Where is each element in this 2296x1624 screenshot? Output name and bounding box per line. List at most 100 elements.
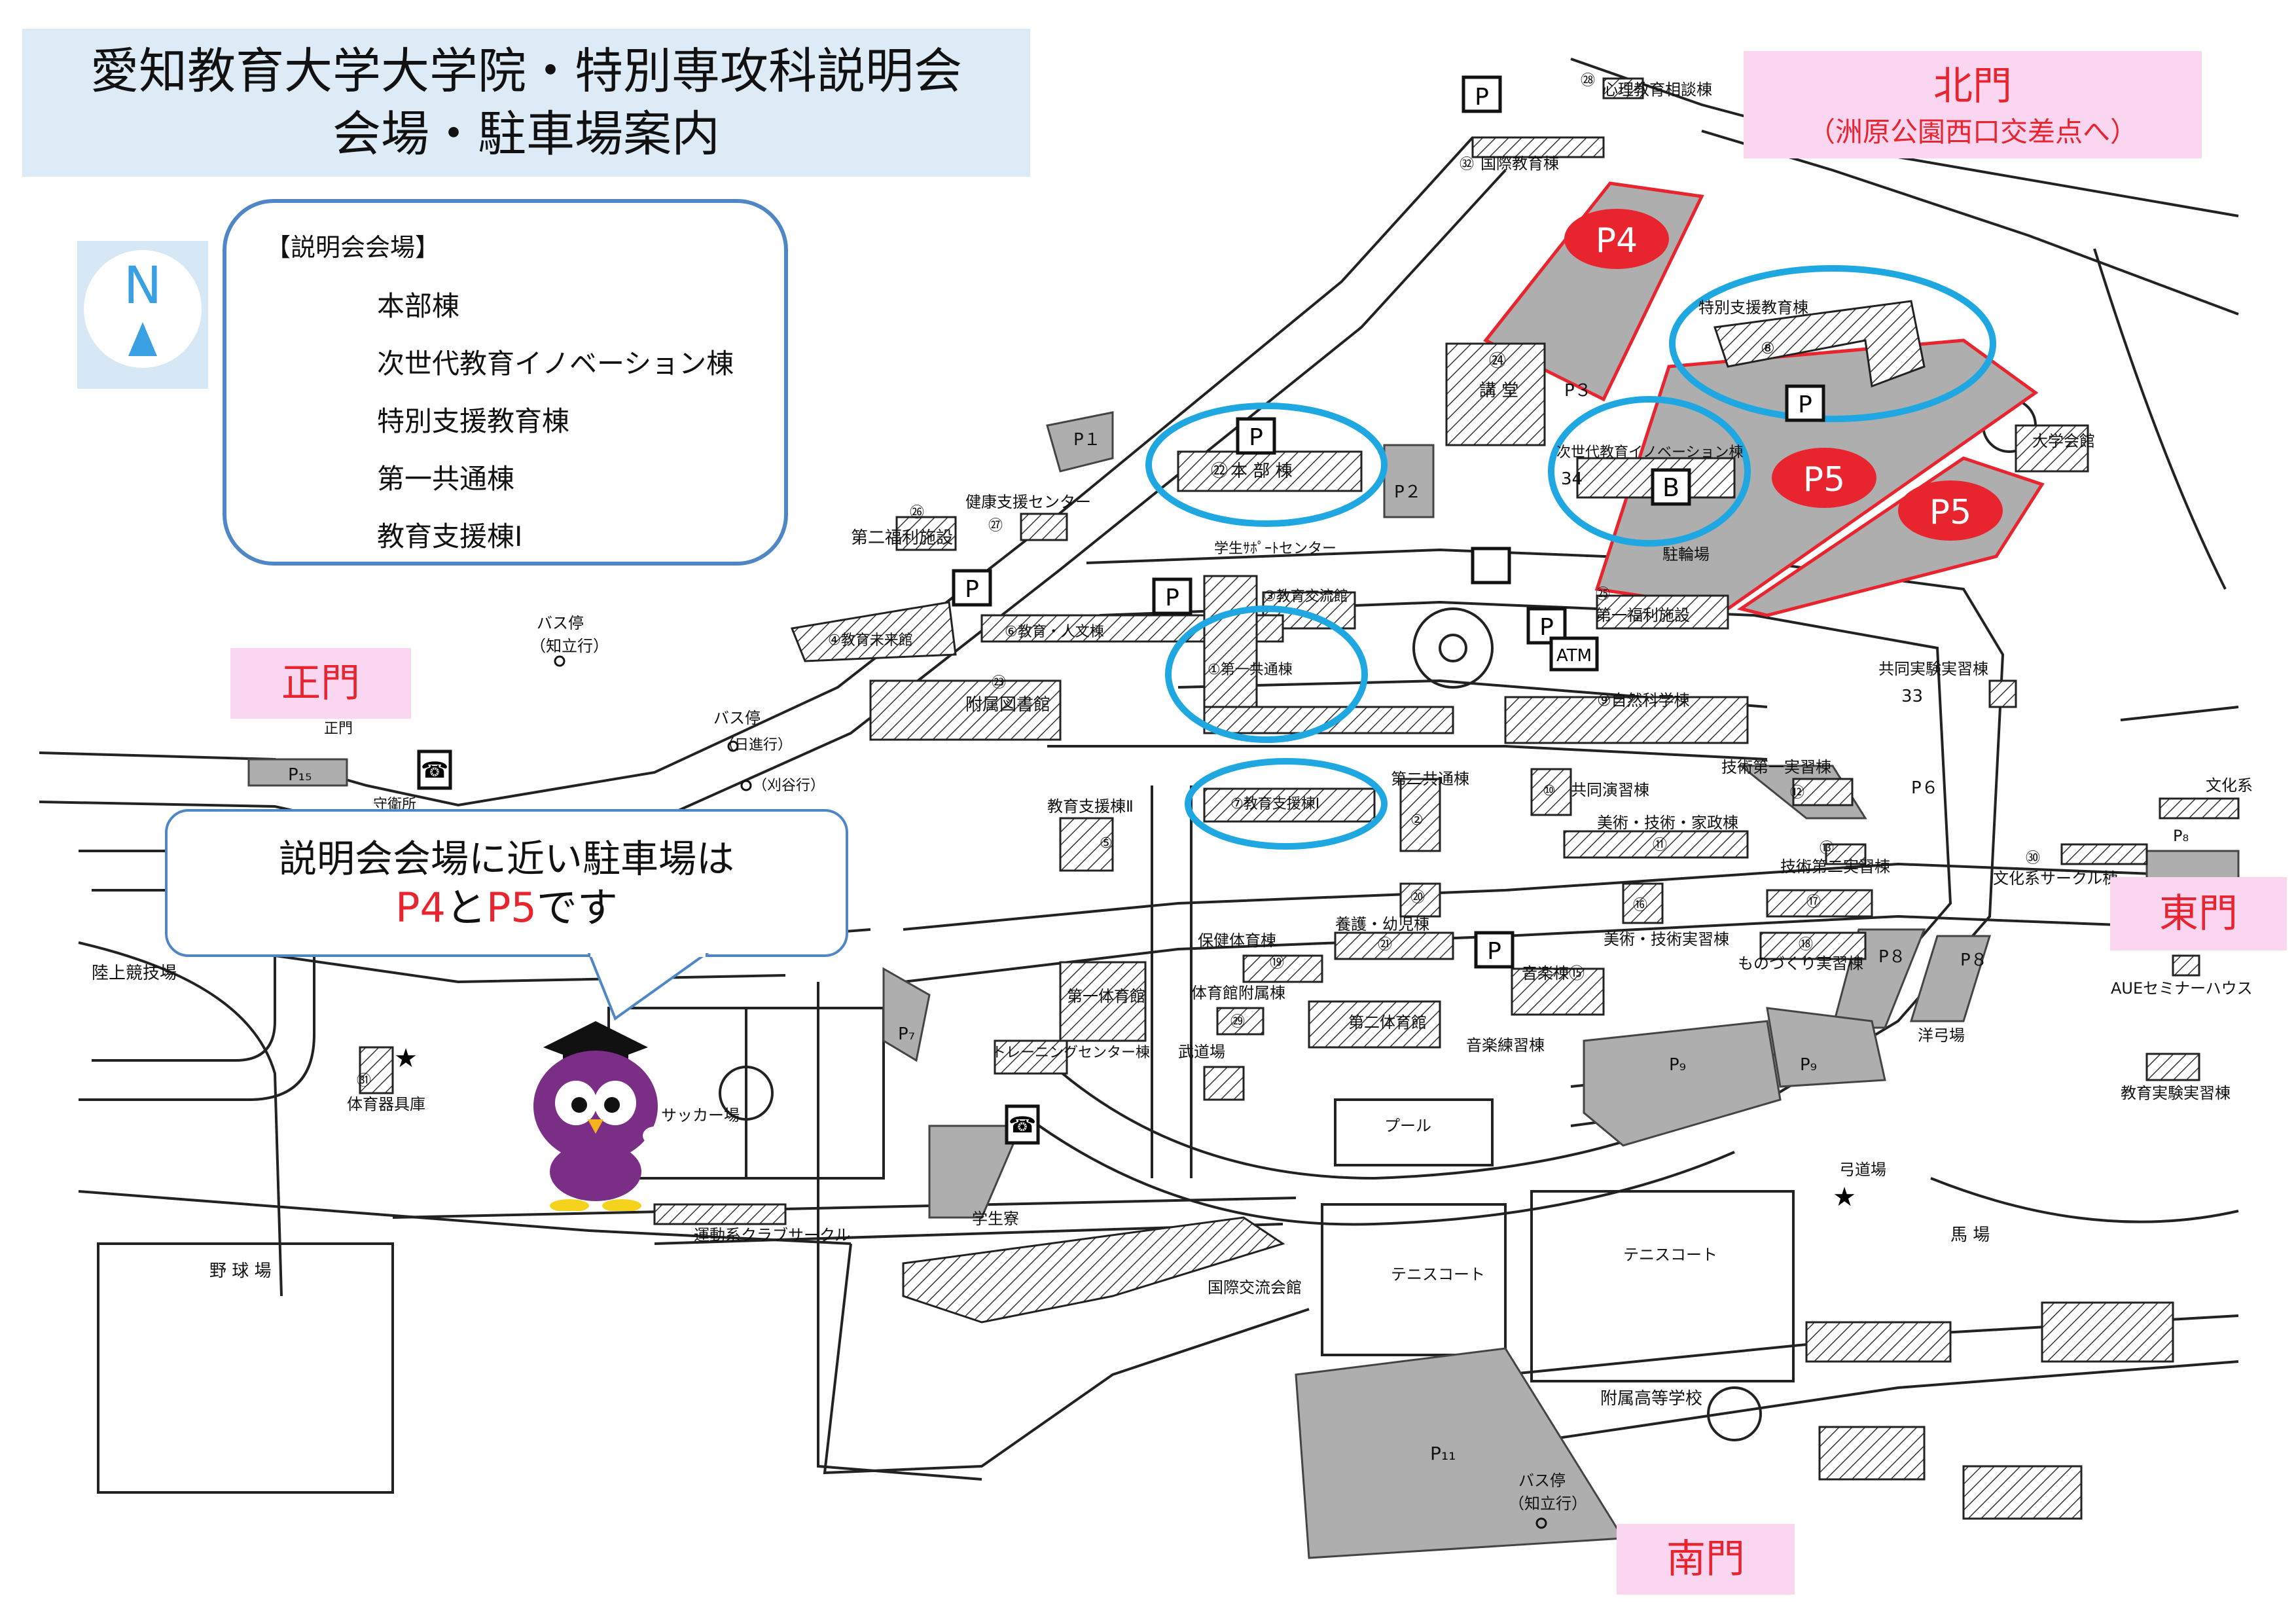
north-label: N [123,257,162,316]
label-training: トレーニングセンター棟 [992,1045,1150,1061]
label-shinri-num: ㉘ [1581,73,1595,89]
atm-label: ATM [1556,646,1592,666]
building-18 [1759,931,1867,960]
label-16: ⑯ [1633,897,1647,914]
label-yogo: 養護・幼児棟 [1335,915,1429,933]
highlight-tokubetsu [1669,265,1996,422]
label-daini-kyotsu-num: ② [1410,812,1424,829]
label-daiichi-kyotsu: ①第一共通棟 [1208,662,1293,678]
bus-stop-icon [727,740,739,752]
building-11 [1563,830,1749,859]
star-icon: ★ [1833,1182,1856,1212]
parking-p9b [1766,1007,1886,1088]
label-hoken: 保健体育棟 [1198,931,1276,950]
title-banner: 愛知教育大学大学院・特別専攻科説明会 会場・駐車場案内 [22,29,1030,177]
label-p2: P２ [1394,482,1422,502]
accessible-parking-icon [1785,384,1825,422]
atm-icon [1549,636,1599,672]
label-shizen: ⑨自然科学棟 [1597,691,1690,710]
label-kyodo-jikken-num: 33 [1901,687,1923,706]
building-seminar [2172,954,2200,977]
badge-p4-label: P4 [1596,221,1638,261]
building-taiiku2 [1308,1000,1441,1049]
phone-icon [1005,1104,1040,1145]
label-shien1: ⑦教育支援棟Ⅰ [1230,796,1319,812]
parking-p8b [1909,935,1992,1022]
label-kodo-num: ㉔ [1489,352,1506,371]
building-23-library [869,679,1062,741]
map-labels: ㉒ 本 部 棟 ㉔ 講 堂 特別支援教育棟 ⑧ 次世代教育イノベーション棟 34… [92,73,2253,1513]
accessible-parking-icon [1462,75,1502,113]
label-soccer: サッカー場 [661,1106,740,1125]
label-ongaku: 音楽棟⑮ [1522,964,1585,983]
label-library-num: ㉓ [992,675,1006,691]
building-27 [1020,513,1068,541]
badge-p5-b [1898,480,2003,541]
label-kokusaikyoiku: 国際教育棟 [1480,154,1559,173]
badge-p4 [1564,209,1669,269]
venue-heading: 【説明会会場】 [266,233,440,262]
label-kyodo: 共同演習棟 [1571,781,1649,799]
gate-south: 南門 [1617,1524,1795,1595]
building-32 [1471,136,1605,158]
tennis-court-east [1530,1190,1795,1382]
building-budo [1203,1066,1245,1101]
venue-highlights [1145,265,1996,850]
building-bunka [2159,797,2240,820]
svg-text:P: P [1165,585,1179,611]
callout-line-1: 説明会会場に近い駐車場は [278,837,734,881]
parking-p15 [247,758,348,787]
svg-text:☎: ☎ [421,757,448,784]
building-31-kigu [359,1046,394,1094]
callout-desu: です [536,884,618,931]
venue-item: 本部棟 [377,290,460,322]
building-19 [1242,954,1323,983]
label-bunka-circle: 文化系サークル棟 [1993,869,2118,888]
gate-north: 北門 （洲原公園西口交差点へ） [1744,51,2202,158]
label-shien2-num: ⑤ [1100,835,1113,852]
label-tokubetsu: 特別支援教育棟 [1698,298,1808,317]
building-fuzoku4 [1962,1465,2083,1520]
label-fukuri1-num: ㉕ [1596,586,1610,603]
label-honbu: 本 部 棟 [1230,461,1293,481]
building-jikken [2145,1053,2200,1081]
label-kyoiku-koryu: ③教育交流館 [1263,588,1348,605]
label-kyoiku-jinbun: ⑥教育・人文棟 [1005,624,1104,640]
gate-east: 東門 [2110,877,2287,950]
building-13 [1825,843,1867,865]
building-training [994,1039,1068,1075]
baseball-field [97,1242,394,1494]
label-17: ⑰ [1806,894,1821,911]
label-kokusai-koryu: 国際交流会館 [1208,1278,1302,1297]
label-yokyu: 洋弓場 [1918,1026,1965,1045]
accessible-parking-icon [952,569,992,607]
label-yogo-num: ㉑ [1378,937,1392,953]
label-p11: P₁₁ [1430,1443,1456,1464]
label-jikken: 教育実験実習棟 [2121,1084,2231,1102]
label-pool: プール [1384,1117,1431,1135]
label-shien2: 教育支援棟Ⅱ [1047,797,1134,816]
label-kyudo: 弓道場 [1839,1161,1886,1179]
building-21 [1334,931,1454,960]
building-7-shien1 [1203,787,1376,823]
badge-p5-a-label: P5 [1803,460,1845,499]
label-p1: P１ [1073,430,1101,450]
label-daigaku: 大学会館 [2032,432,2095,450]
label-kenko-num: ㉗ [988,518,1003,534]
label-bus3-sub: （知立行） [1509,1494,1587,1513]
parking-p9a [1583,1020,1782,1147]
highlight-daiichi [1165,605,1368,743]
building-33 [1988,679,2017,708]
venue-item: 特別支援教育棟 [377,405,570,437]
label-baba: 馬 場 [1950,1225,1990,1245]
label-shinri: 心理教育相談棟 [1602,81,1712,99]
tennis-court-west [1321,1203,1507,1356]
building-4 [790,601,957,662]
label-bijutsu-gijutsu: 美術・技術実習棟 [1604,930,1729,948]
building-12 [1792,778,1854,806]
gate-south-label: 南門 [1666,1536,1745,1582]
label-gakuseiryo: 学生寮 [972,1210,1019,1228]
north-arrow-icon [128,322,157,356]
label-20: ⑳ [1410,890,1425,906]
bus-stop-icon [740,780,752,791]
